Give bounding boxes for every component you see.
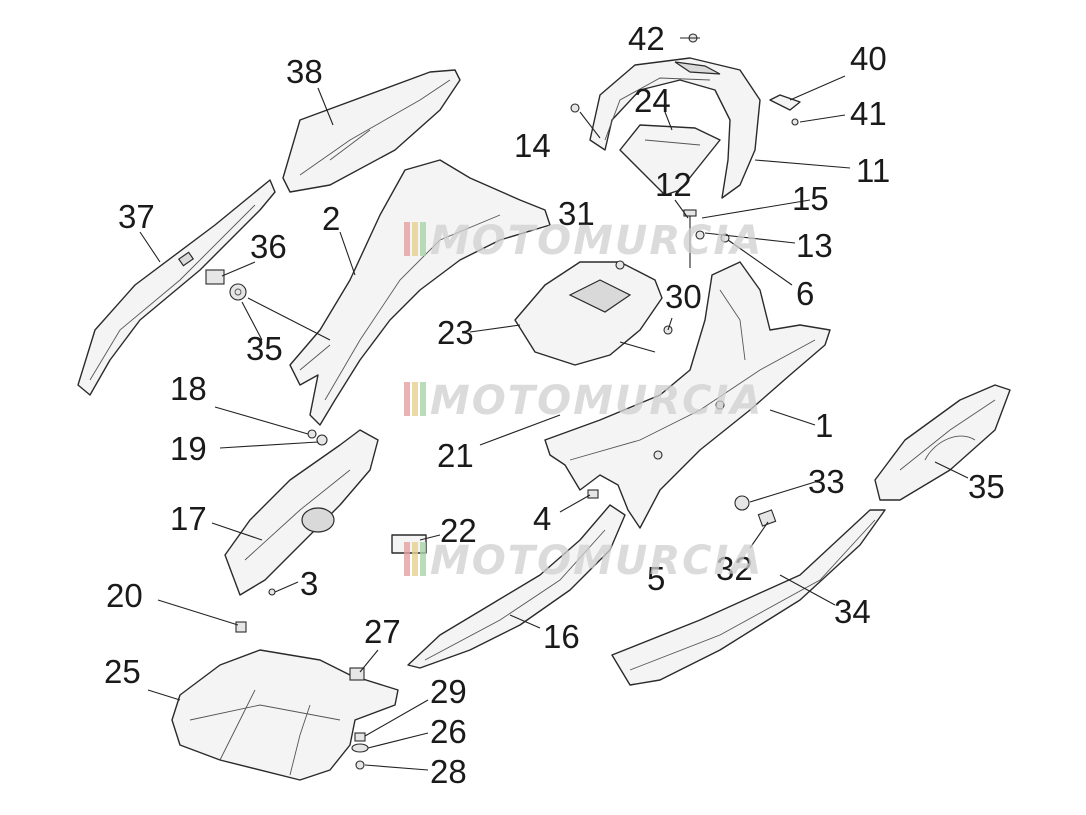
part-39-upper-trim [282, 69, 461, 193]
part-24-upper-center [619, 124, 721, 196]
callout-26: 26 [430, 713, 467, 750]
part-3-screw [268, 588, 276, 596]
callout-6: 6 [796, 275, 814, 312]
callout-24: 24 [634, 82, 671, 119]
part-1-main-body [544, 261, 831, 529]
callout-28: 28 [430, 753, 467, 790]
watermark-bottom: MOTOMURCIA [404, 538, 763, 584]
callout-17: 17 [170, 500, 207, 537]
part-4-clip [587, 489, 599, 499]
callout-18: 18 [170, 370, 207, 407]
callout-2: 2 [322, 200, 340, 237]
watermark-text: MOTOMURCIA [430, 378, 763, 424]
part-26-washer [351, 743, 369, 753]
callout-16: 16 [543, 618, 580, 655]
part-35-side-grille [874, 384, 1011, 501]
callout-36: 35 [246, 330, 283, 367]
part-6-screw [720, 233, 730, 243]
watermark-text: MOTOMURCIA [430, 538, 763, 584]
callout-5: 5 [647, 560, 665, 597]
part-32-clip [757, 509, 777, 527]
part-20-clip [235, 621, 247, 633]
callout-12: 12 [655, 166, 692, 203]
callout-14: 14 [514, 127, 551, 164]
part-14-screw [570, 103, 580, 113]
callout-21: 21 [437, 437, 474, 474]
callout-25: 25 [104, 653, 141, 690]
callout-30: 30 [665, 278, 702, 315]
callout-42: 42 [628, 20, 665, 57]
callout-29: 29 [430, 673, 467, 710]
part-38-side-strip [77, 179, 276, 396]
callout-4: 4 [533, 500, 551, 537]
part-29-nut [354, 732, 366, 742]
callout-1: 1 [815, 407, 833, 444]
callout-23: 23 [437, 314, 474, 351]
callout-13: 13 [796, 227, 833, 264]
callout-15: 15 [792, 180, 829, 217]
part-2-left-side-panel [289, 159, 551, 426]
part-40-plate [769, 94, 801, 111]
part-23-center-cover [514, 260, 663, 366]
callout-37: 36 [250, 228, 287, 265]
part-41-screw [791, 118, 799, 126]
callout-19: 19 [170, 430, 207, 467]
callout-41: 41 [850, 95, 887, 132]
part-33-grommet [734, 495, 750, 511]
callout-32: 32 [716, 550, 753, 587]
watermark-text: MOTOMURCIA [430, 218, 763, 264]
callout-40: 40 [850, 40, 887, 77]
watermark-middle: MOTOMURCIA [404, 378, 763, 424]
watermark-top: MOTOMURCIA [404, 218, 763, 264]
callout-22: 22 [440, 512, 477, 549]
part-36-grommet [229, 283, 247, 301]
callout-3: 3 [300, 565, 318, 602]
part-19-washer [316, 434, 328, 446]
part-34-lower-rail [611, 509, 886, 686]
part-25-under-tray [171, 649, 399, 781]
part-16-lower-trim [407, 504, 626, 669]
callout-labels: 38 37 36 35 2 31 23 14 24 42 40 41 11 12… [104, 20, 1005, 790]
callout-35: 35 [968, 468, 1005, 505]
callout-31: 31 [558, 195, 595, 232]
callout-27: 27 [364, 613, 401, 650]
part-13-washer [695, 230, 705, 240]
callout-20: 20 [106, 577, 143, 614]
callout-11: 11 [856, 152, 890, 189]
part-28-screw [355, 760, 365, 770]
part-11-grab-handle [589, 57, 761, 199]
leader-lines [139, 37, 969, 771]
part-37-clip [205, 269, 225, 285]
callout-34: 34 [834, 593, 871, 630]
part-17-inner-panel [224, 429, 379, 596]
callout-38: 37 [118, 198, 155, 235]
callout-33: 33 [808, 463, 845, 500]
part-18-screw [307, 429, 317, 439]
callout-39: 38 [286, 53, 323, 90]
